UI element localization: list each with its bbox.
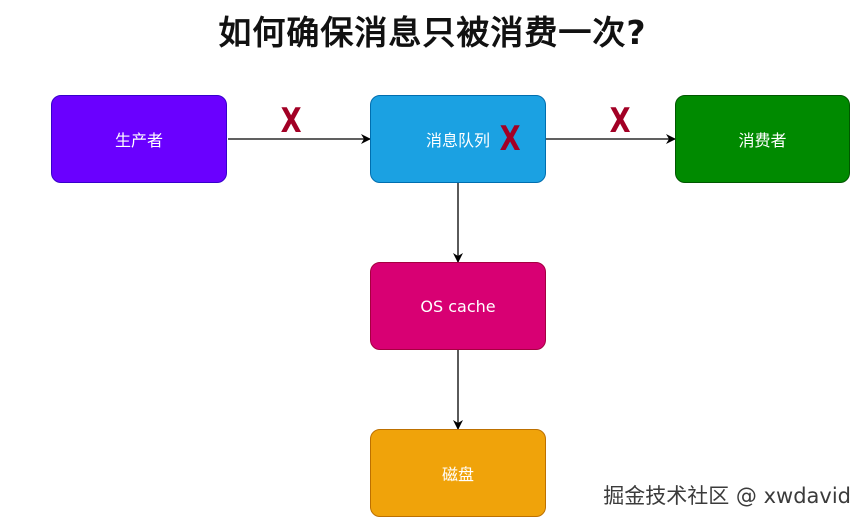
producer-label: 生产者 <box>114 131 163 150</box>
consumer-label: 消费者 <box>738 131 787 150</box>
consumer-node[interactable]: 消费者 <box>675 95 850 183</box>
x-mark-producer-link: X <box>280 101 302 141</box>
os-cache-node[interactable]: OS cache <box>370 262 546 350</box>
page-title: 如何确保消息只被消费一次? <box>218 13 647 52</box>
os-cache-label: OS cache <box>420 296 496 316</box>
disk-node[interactable]: 磁盘 <box>370 429 546 517</box>
x-mark-queue: X <box>499 119 521 159</box>
producer-node[interactable]: 生产者 <box>51 95 227 183</box>
disk-label: 磁盘 <box>441 465 474 484</box>
message-queue-label: 消息队列 <box>425 131 490 150</box>
watermark: 掘金技术社区 @ xwdavid <box>603 484 851 508</box>
x-mark-consumer-link: X <box>609 101 631 141</box>
